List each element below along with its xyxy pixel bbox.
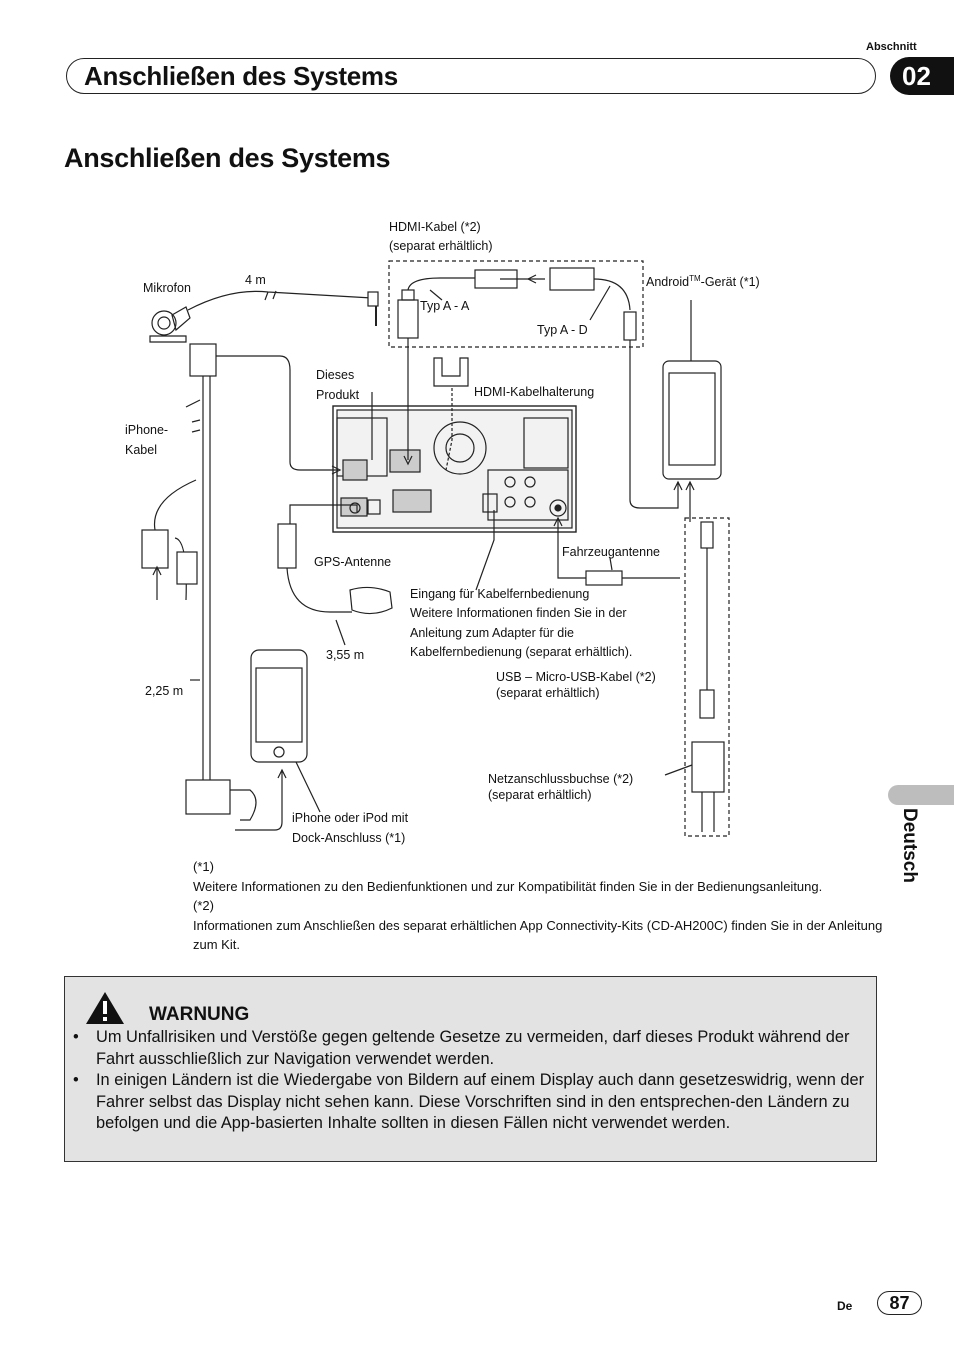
android-device-illustration (629, 300, 722, 522)
page-number: 87 (877, 1291, 922, 1315)
warning-box: WARNUNG Um Unfallrisiken und Verstöße ge… (64, 976, 877, 1162)
label-iphone-kabel: iPhone- (125, 423, 168, 437)
label-iphone-ipod: iPhone oder iPod mit (292, 811, 409, 825)
footnotes: (*1) Weitere Informationen zu den Bedien… (193, 857, 883, 955)
hdmi-holder-illustration (433, 357, 469, 471)
page-title: Anschließen des Systems (64, 143, 391, 173)
iphone-illustration (250, 649, 321, 813)
label-typ-a-d: Typ A - D (537, 323, 588, 337)
section-label: Abschnitt (866, 41, 917, 53)
label-android-device: AndroidTM-Gerät (*1) (646, 274, 760, 289)
warning-title: WARNUNG (149, 1004, 250, 1025)
language-tab (888, 785, 954, 805)
head-unit-illustration (332, 405, 577, 533)
label-netzanschluss-sub: (separat erhältlich) (488, 788, 592, 802)
hdmi-cables-illustration (397, 267, 637, 466)
label-hdmi-halterung: HDMI-Kabelhalterung (474, 385, 594, 399)
label-fahrzeugantenne: Fahrzeugantenne (562, 545, 660, 559)
label-dieses: Dieses (316, 368, 354, 382)
label-usb-cable-sub: (separat erhältlich) (496, 686, 600, 700)
label-remote-2: Weitere Informationen finden Sie in der (410, 606, 627, 620)
iphone-cable-illustration (141, 343, 342, 831)
label-remote-1: Eingang für Kabelfernbedienung (410, 587, 589, 601)
header-bar (66, 58, 876, 94)
warning-list: Um Unfallrisiken und Verstöße gegen gelt… (73, 1027, 868, 1135)
usb-micro-cable-illustration (664, 521, 725, 832)
label-mikrofon: Mikrofon (143, 281, 191, 295)
label-remote-3: Anleitung zum Adapter für die (410, 626, 574, 640)
gps-antenna-illustration (277, 504, 393, 646)
label-gps-antenne: GPS-Antenne (314, 555, 391, 569)
label-length-4m: 4 m (245, 273, 266, 287)
warning-triangle-icon (86, 992, 124, 1024)
label-hdmi-cable: HDMI-Kabel (*2) (389, 220, 481, 234)
label-usb-cable: USB – Micro-USB-Kabel (*2) (496, 670, 656, 684)
label-remote-4: Kabelfernbedienung (separat erhältlich). (410, 645, 632, 659)
label-length-355: 3,55 m (326, 648, 364, 662)
hdmi-kit-dashed-box (388, 260, 644, 348)
label-produkt: Produkt (316, 388, 360, 402)
section-number-badge: 02 (890, 57, 954, 95)
label-typ-a-a: Typ A - A (420, 299, 470, 313)
warning-item: Um Unfallrisiken und Verstöße gegen gelt… (73, 1027, 868, 1070)
warning-item: In einigen Ländern ist die Wiedergabe vo… (73, 1070, 868, 1135)
label-netzanschluss: Netzanschlussbuchse (*2) (488, 772, 633, 786)
footnote-2-text: Informationen zum Anschließen des separa… (193, 917, 883, 953)
usb-kit-dashed-box (684, 517, 730, 837)
label-length-225: 2,25 m (145, 684, 183, 698)
label-dock-anschluss: Dock-Anschluss (*1) (292, 831, 405, 845)
language-label: Deutsch (899, 808, 920, 883)
label-hdmi-cable-sub: (separat erhältlich) (389, 239, 493, 253)
page-language-code: De (837, 1299, 853, 1313)
microphone-illustration (149, 290, 379, 343)
footnote-1-text: Weitere Informationen zu den Bedienfunkt… (193, 878, 823, 894)
footnote-2-mark: (*2) (193, 898, 214, 914)
vehicle-antenna-illustration (553, 516, 680, 586)
header-title: Anschließen des Systems (84, 61, 398, 91)
label-iphone-kabel-sub: Kabel (125, 443, 157, 457)
footnote-1-mark: (*1) (193, 859, 214, 874)
